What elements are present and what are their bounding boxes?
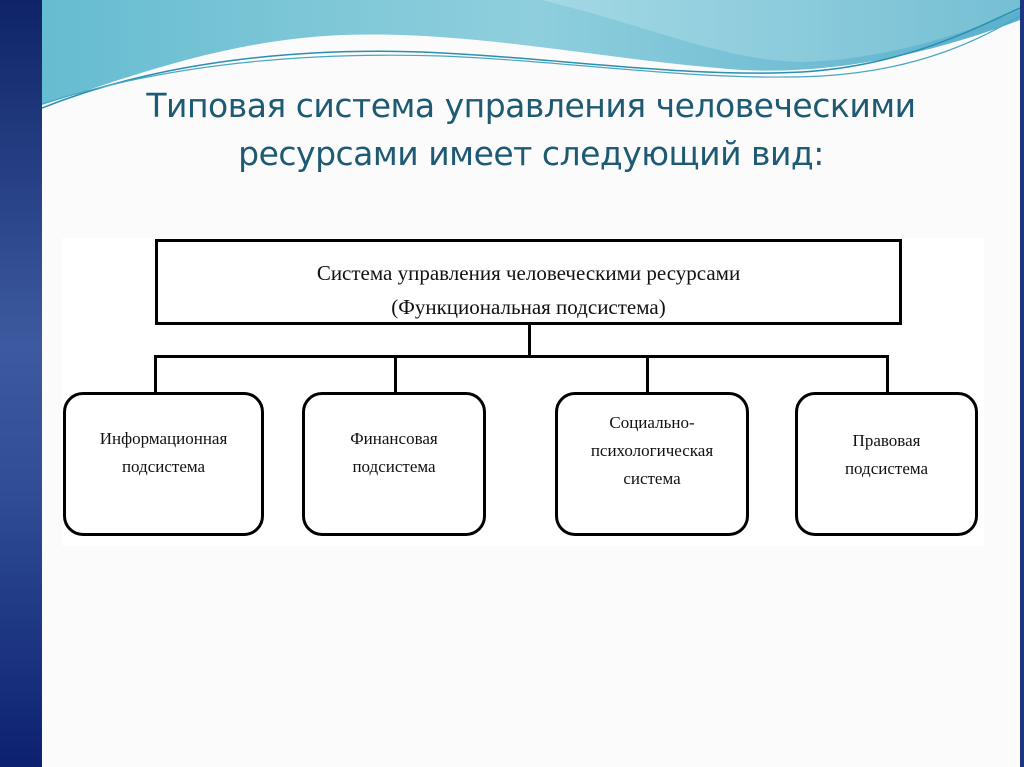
- node-financial-subsystem: Финансовая подсистема: [302, 392, 486, 536]
- node-3-line-3: система: [623, 469, 681, 488]
- node-3-line-1: Социально-: [609, 413, 695, 432]
- left-decorative-bar: [0, 0, 42, 767]
- connector-child-2: [394, 355, 397, 393]
- root-node-line-2: (Функциональная подсистема): [391, 295, 666, 319]
- node-2-line-2: подсистема: [352, 457, 436, 476]
- connector-child-3: [646, 355, 649, 393]
- slide-title: Типовая система управления человеческими…: [42, 82, 1020, 178]
- node-4-line-1: Правовая: [852, 431, 921, 450]
- node-2-line-1: Финансовая: [350, 429, 438, 448]
- node-socio-psychological-system: Социально- психологическая система: [555, 392, 749, 536]
- root-node-line-1: Система управления человеческими ресурса…: [316, 261, 741, 285]
- node-1-line-2: подсистема: [121, 457, 206, 476]
- node-4-line-2: подсистема: [844, 459, 929, 478]
- connector-root-trunk: [528, 325, 531, 357]
- node-legal-subsystem: Правовая подсистема: [795, 392, 978, 536]
- connector-child-1: [154, 355, 157, 393]
- slide-title-line-2: ресурсами имеет следующий вид:: [238, 134, 824, 173]
- right-decorative-bar: [1020, 0, 1024, 767]
- header-wave-decoration: [42, 0, 1020, 109]
- connector-horizontal-bus: [154, 355, 889, 358]
- connector-child-4: [886, 355, 889, 393]
- node-information-subsystem: Информационная подсистема: [63, 392, 264, 536]
- slide-title-line-1: Типовая система управления человеческими: [146, 86, 916, 125]
- node-1-line-1: Информационная: [99, 429, 228, 448]
- node-3-line-2: психологическая: [590, 441, 714, 460]
- root-node-hr-management-system: Система управления человеческими ресурса…: [155, 239, 902, 325]
